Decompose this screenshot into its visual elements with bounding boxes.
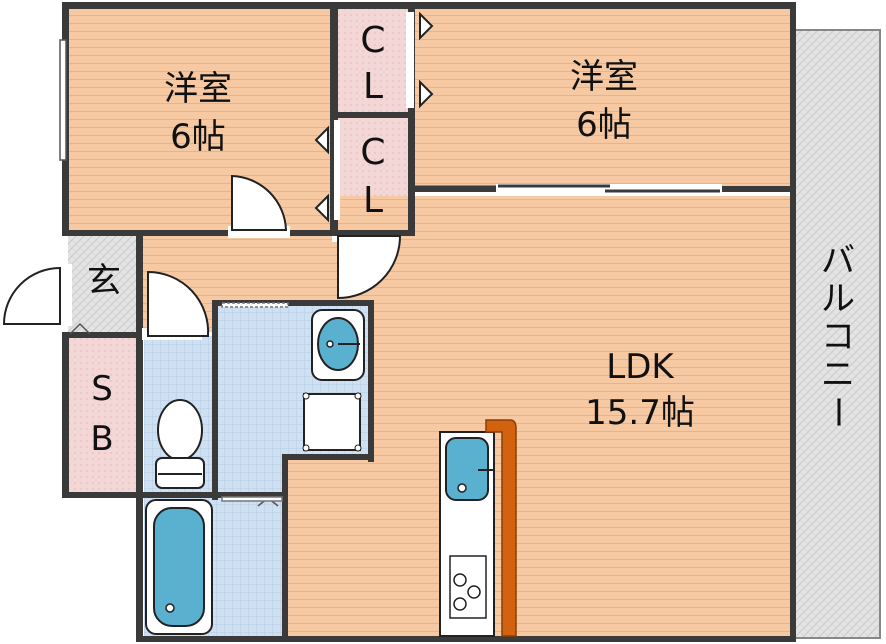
balcony-char-5: ー — [817, 395, 857, 429]
balcony-char-1: バ — [821, 241, 855, 281]
wall-markers — [59, 39, 289, 507]
kitchen-counter — [439, 431, 495, 637]
washing-machine — [302, 392, 362, 452]
storage-b: B — [90, 419, 113, 459]
western-room-door — [231, 174, 288, 231]
western-room-right-name: 洋室 — [570, 57, 638, 97]
washroom-lower-floor — [218, 458, 284, 492]
ldk-door — [337, 235, 402, 300]
ldk-lower-left-floor — [286, 458, 336, 638]
storage-floor — [68, 338, 138, 492]
western-room-right-floor — [412, 8, 792, 188]
closet-top-c: C — [360, 20, 385, 61]
ldk-size: 15.7帖 — [585, 393, 695, 433]
toilet — [155, 399, 205, 489]
western-room-right-size: 6帖 — [576, 105, 632, 145]
ldk-name: LDK — [606, 347, 675, 387]
bathtub — [145, 499, 213, 635]
western-room-left-floor — [66, 8, 334, 230]
swing-doors — [2, 174, 402, 337]
closet-mid-c: C — [360, 132, 385, 173]
entrance-label: 玄 — [87, 261, 121, 301]
closet-top-l: L — [363, 66, 383, 107]
ldk-floor — [334, 196, 792, 638]
balcony-area — [793, 29, 881, 639]
balcony-char-3: コ — [821, 317, 855, 357]
toilet-door — [147, 270, 210, 337]
balcony-char-4: ニ — [821, 355, 855, 395]
storage-s: S — [91, 369, 113, 409]
kitchen-wall-counter — [485, 419, 517, 637]
closet-mid-l: L — [363, 180, 383, 221]
closet-top-floor — [338, 8, 410, 112]
washbasin — [311, 309, 365, 381]
sliding-doors — [414, 184, 720, 193]
entrance-floor — [68, 236, 140, 332]
entrance-door — [2, 266, 61, 325]
western-room-left-size: 6帖 — [170, 117, 226, 157]
western-room-left-name: 洋室 — [164, 69, 232, 109]
balcony-char-2: ル — [821, 279, 855, 319]
closet-doors — [314, 11, 434, 223]
